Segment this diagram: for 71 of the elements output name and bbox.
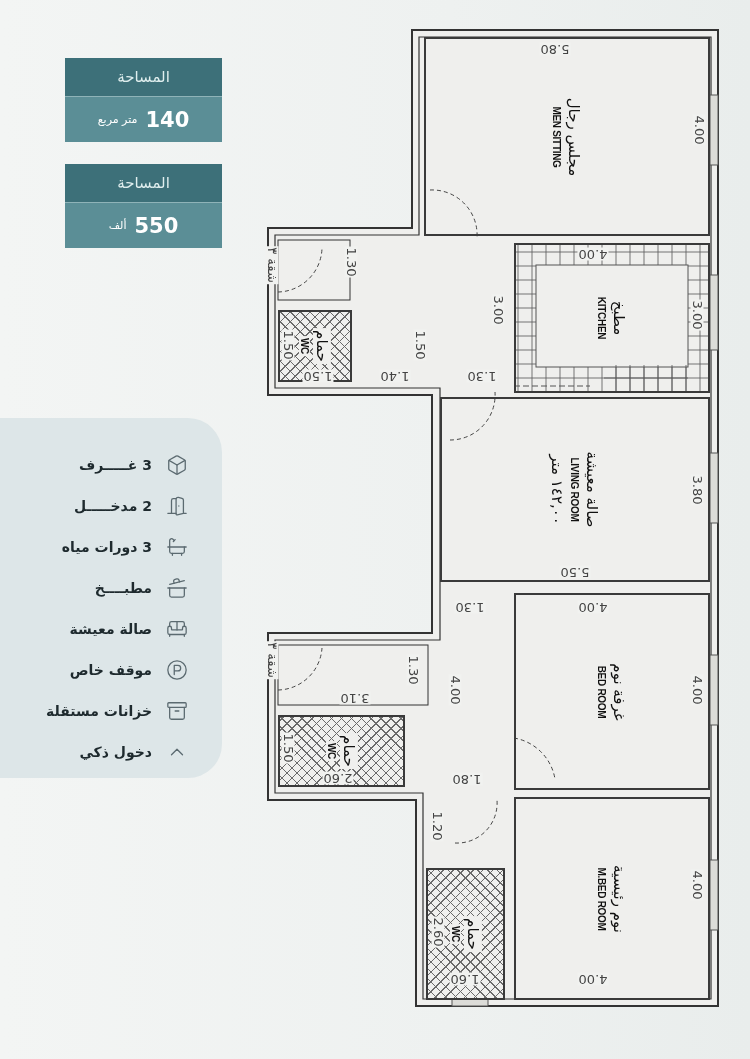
feature-label: 2 مدخـــــل bbox=[74, 498, 152, 514]
value-number: 140 bbox=[145, 107, 190, 132]
dimension-label: 2.60 bbox=[431, 916, 445, 948]
unit-label: شقة ٣ bbox=[265, 246, 279, 284]
dimension-label: 1.30 bbox=[466, 369, 498, 383]
features-panel bbox=[0, 418, 222, 778]
room-area bbox=[514, 243, 710, 393]
dimension-label: 4.00 bbox=[692, 114, 706, 146]
dimension-label: 1.50 bbox=[413, 329, 427, 361]
room-name: صالة معيشة bbox=[583, 450, 602, 530]
room-name: WC bbox=[325, 740, 337, 762]
bathroom-area bbox=[278, 715, 405, 787]
dimension-label: 5.50 bbox=[559, 565, 591, 579]
room-name: KITCHEN bbox=[596, 295, 607, 342]
dimension-label: 1.60 bbox=[449, 972, 481, 986]
dimension-label: 3.00 bbox=[690, 299, 704, 331]
room-name: نوم رئيسية bbox=[610, 863, 628, 935]
feature-label: صالة معيشة bbox=[69, 621, 152, 637]
feature-label: 3 غـــــرف bbox=[78, 457, 152, 473]
dimension-label: 1.30 bbox=[406, 654, 420, 686]
dimension-label: 1.30 bbox=[454, 600, 486, 614]
bathroom-area bbox=[278, 310, 352, 382]
dimension-label: 3.80 bbox=[690, 474, 704, 506]
room-name: مجلس رجال bbox=[565, 96, 583, 178]
room-area bbox=[440, 397, 710, 582]
room-area bbox=[514, 797, 710, 1000]
room-name: غرفة نوم bbox=[610, 661, 628, 723]
feature-label: دخول ذكي bbox=[79, 744, 152, 760]
unit-label: متر مربع bbox=[97, 113, 138, 126]
dimension-label: 1.20 bbox=[430, 810, 444, 842]
info-card bbox=[65, 58, 222, 142]
room-name: حمام bbox=[313, 328, 331, 364]
room-name: BED ROOM bbox=[596, 664, 607, 720]
room-name: حمام bbox=[339, 733, 358, 769]
dimension-label: 1.50 bbox=[302, 369, 334, 383]
room-name: M.BED ROOM bbox=[596, 865, 607, 933]
info-card bbox=[65, 164, 222, 248]
card-heading: المساحة bbox=[65, 164, 222, 202]
dimension-label: 1.50 bbox=[281, 732, 295, 764]
feature-label: موقف خاص bbox=[69, 662, 152, 678]
bathroom-area bbox=[426, 868, 505, 1000]
dimension-label: 2.60 bbox=[322, 771, 354, 785]
room-name: حمام bbox=[463, 916, 482, 952]
feature-label: مطبــــخ bbox=[94, 580, 152, 596]
value-number: 550 bbox=[134, 213, 179, 238]
room-name: مطبخ bbox=[610, 299, 628, 338]
room-area-label: ١٤٢,٠٠ متر bbox=[548, 452, 567, 527]
dimension-label: 3.00 bbox=[491, 294, 505, 326]
dimension-label: 1.50 bbox=[281, 329, 295, 361]
room-name: WC bbox=[299, 335, 310, 357]
dimension-label: 1.30 bbox=[344, 246, 358, 278]
dimension-label: 4.00 bbox=[577, 247, 609, 261]
room-name: MEN SITTING bbox=[551, 104, 562, 170]
room-area bbox=[424, 37, 710, 236]
dimension-label: 5.80 bbox=[539, 42, 571, 56]
card-heading: المساحة bbox=[65, 58, 222, 96]
feature-label: خزانات مستقلة bbox=[46, 703, 152, 719]
dimension-label: 4.00 bbox=[448, 674, 462, 706]
room-name: WC bbox=[449, 923, 461, 945]
dimension-label: 1.40 bbox=[379, 369, 411, 383]
room-area bbox=[514, 593, 710, 790]
dimension-label: 4.00 bbox=[577, 600, 609, 614]
unit-label: ألف bbox=[108, 219, 127, 232]
room-name: LIVING ROOM bbox=[569, 456, 581, 524]
dimension-label: 4.00 bbox=[690, 674, 704, 706]
feature-label: 3 دورات مياه bbox=[61, 539, 152, 555]
dimension-label: 3.10 bbox=[339, 691, 371, 705]
unit-label: شقة ٣ bbox=[265, 641, 279, 679]
dimension-label: 4.00 bbox=[690, 869, 704, 901]
dimension-label: 4.00 bbox=[577, 972, 609, 986]
dimension-label: 1.80 bbox=[451, 772, 483, 786]
